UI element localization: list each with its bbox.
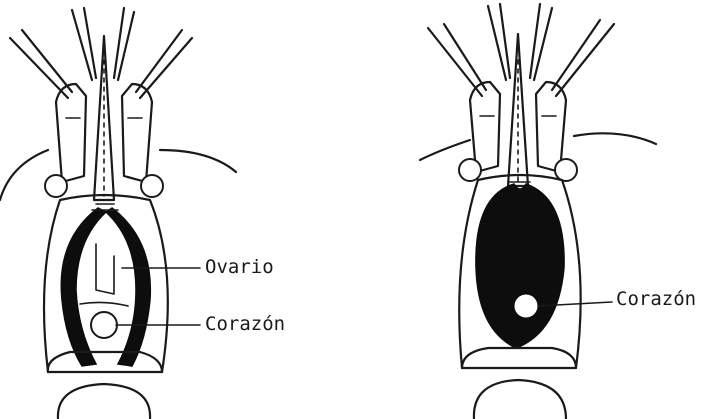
- right-heart-label: Corazón: [616, 290, 696, 309]
- left-antenna-outer-l2: [22, 30, 72, 92]
- right-antenna-outer-r2: [552, 20, 600, 90]
- right-eye-r: [555, 159, 577, 181]
- right-antennule-l: [488, 6, 506, 80]
- right-long-antenna-r: [574, 133, 656, 144]
- left-antennule-l2: [84, 8, 96, 78]
- left-long-antenna-r: [160, 150, 236, 172]
- left-antennule-r: [114, 8, 124, 78]
- left-heart-label: Corazón: [205, 315, 285, 334]
- left-shrimp: [0, 8, 236, 419]
- right-antennule-l2: [500, 4, 510, 78]
- right-abdomen: [474, 380, 566, 419]
- left-heart: [91, 312, 117, 338]
- right-scale-l: [470, 82, 500, 172]
- left-ovary-band-r: [106, 208, 150, 366]
- right-heart: [515, 295, 537, 317]
- right-antennule-r2: [534, 8, 552, 80]
- left-ovary-label: Ovario: [205, 258, 274, 277]
- right-ovary-dark: [476, 184, 564, 348]
- left-eye-l: [45, 175, 67, 197]
- left-long-antenna-l: [0, 150, 48, 200]
- left-scale-l: [56, 84, 86, 182]
- right-scale-r: [536, 82, 566, 172]
- left-antenna-outer-r: [140, 38, 192, 98]
- left-antennule-r2: [118, 12, 134, 80]
- right-long-antenna-l: [420, 140, 470, 160]
- left-antenna-outer-l: [10, 38, 68, 98]
- right-antennule-r: [530, 4, 540, 78]
- right-eye-l: [459, 159, 481, 181]
- right-antenna-outer-r: [556, 24, 614, 96]
- right-antenna-outer-l: [428, 28, 482, 96]
- left-eye-r: [141, 175, 163, 197]
- right-shrimp: [420, 4, 656, 419]
- left-abdomen: [58, 384, 150, 419]
- left-ovary-band-l: [61, 208, 106, 366]
- left-scale-r: [122, 84, 152, 182]
- left-antenna-outer-r2: [136, 30, 182, 92]
- left-antennule-l: [72, 10, 92, 80]
